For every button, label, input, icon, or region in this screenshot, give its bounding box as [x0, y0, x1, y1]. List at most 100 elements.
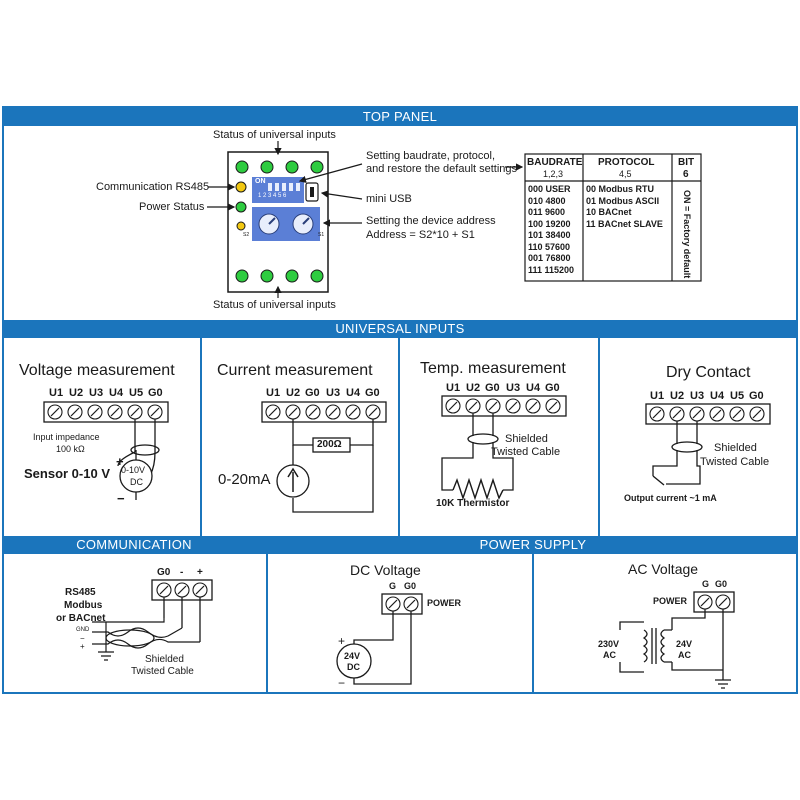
dc-source-label: 24V	[344, 651, 361, 661]
dip-numbers: 1 2 3 4 5 6	[258, 193, 287, 199]
status-led	[310, 160, 324, 174]
source-label: 0-10V	[121, 465, 146, 475]
status-bottom-label: Status of universal inputs	[213, 299, 336, 311]
diagram-frame	[2, 106, 798, 694]
ac-title: AC Voltage	[628, 561, 699, 577]
transformer-primary	[642, 629, 648, 663]
baud-header: BAUDRATE	[527, 157, 583, 168]
term-g0: G0	[365, 387, 380, 399]
term-u3: U3	[326, 387, 341, 399]
ac-secondary-ac: AC	[678, 650, 691, 660]
ac-secondary-label: 24V	[676, 639, 693, 649]
term-u1: U1	[49, 387, 64, 399]
transformer-secondary	[660, 629, 666, 663]
rs485-label: RS485	[65, 587, 96, 598]
term-u4: U4	[346, 387, 361, 399]
protocol-row: 11 BACnet SLAVE	[586, 218, 663, 229]
baud-row: 101 38400	[528, 230, 571, 240]
status-led	[260, 160, 274, 174]
led	[236, 221, 246, 231]
bit-sub: 6	[683, 169, 689, 180]
impedance-value: 100 kΩ	[56, 444, 85, 454]
divider	[398, 338, 400, 536]
term-u1: U1	[650, 390, 665, 402]
dc-source-dc: DC	[347, 662, 360, 672]
comm-rs485-label: Communication RS485	[96, 181, 210, 193]
term-u3: U3	[89, 387, 104, 399]
term-u4: U4	[710, 390, 725, 402]
baud-row: 000 USER	[528, 184, 571, 194]
temp-title: Temp. measurement	[420, 360, 566, 377]
voltage-title: Voltage measurement	[19, 362, 175, 379]
comm-minus: −	[80, 634, 85, 643]
dry-title: Dry Contact	[666, 364, 751, 381]
rs485-led	[235, 181, 247, 193]
term-u1: U1	[266, 387, 281, 399]
dc-title: DC Voltage	[350, 562, 421, 578]
term-g0: G0	[148, 387, 163, 399]
dip-on-label: ON	[255, 178, 266, 185]
power-status-label: Power Status	[139, 201, 205, 213]
protocol-header: PROTOCOL	[598, 157, 655, 168]
bacnet-label: or BACnet	[56, 613, 106, 624]
baud-note-1: Setting baudrate, protocol,	[366, 150, 496, 162]
status-led	[260, 269, 274, 283]
protocol-row: 01 Modbus ASCII	[586, 195, 660, 206]
ac-term-g: G	[702, 579, 710, 589]
divider	[532, 554, 534, 692]
term-u2: U2	[69, 387, 84, 399]
thermistor	[452, 477, 504, 501]
address-note-1: Setting the device address	[366, 215, 496, 227]
comm-cable-2: Twisted Cable	[131, 666, 194, 677]
term-g0: G0	[485, 382, 500, 394]
comm-plus: +	[80, 642, 85, 651]
s2-label: S2	[243, 232, 250, 238]
baud-row: 100 19200	[528, 218, 571, 229]
ac-primary-ac: AC	[603, 650, 616, 660]
term-g0: G0	[749, 390, 764, 402]
term-u2: U2	[670, 390, 685, 402]
protocol-row: 00 Modbus RTU	[586, 184, 655, 194]
cable-label-2: Twisted Cable	[491, 446, 561, 458]
protocol-row: 10 BACnet	[586, 207, 632, 217]
ac-primary-label: 230V	[598, 639, 620, 649]
power-supply-header: POWER SUPPLY	[268, 536, 798, 554]
contact-switch	[652, 475, 665, 486]
resistor-200	[312, 437, 351, 453]
top-panel-header: TOP PANEL	[2, 108, 798, 126]
status-led	[235, 160, 249, 174]
baud-sub: 1,2,3	[543, 169, 564, 179]
current-source-label: 0-20mA	[218, 471, 271, 488]
status-led	[235, 269, 249, 283]
modbus-label: Modbus	[64, 600, 103, 611]
current-title: Current measurement	[217, 362, 373, 379]
term-g0: G0	[305, 387, 320, 399]
dc-term-g: G	[389, 581, 397, 591]
term-u3: U3	[690, 390, 705, 402]
ac-power-label: POWER	[653, 596, 688, 606]
thermistor-label: 10K Thermistor	[436, 498, 510, 509]
baud-row: 011 9600	[528, 207, 566, 217]
baud-row: 110 57600	[528, 241, 571, 252]
comm-term-g0: G0	[157, 567, 171, 578]
baud-row: 001 76800	[528, 253, 571, 263]
comm-term-plus: +	[197, 567, 203, 578]
protocol-sub: 4,5	[619, 169, 632, 179]
plus-sign: +	[116, 454, 124, 469]
impedance-label: Input impedance	[33, 432, 100, 442]
sensor-label: Sensor 0-10 V	[24, 466, 110, 481]
term-u2: U2	[466, 382, 481, 394]
baud-list: 000 USER 010 4800 011 9600 100 19200 101…	[528, 184, 574, 276]
dc-power-label: POWER	[427, 598, 462, 608]
divider	[266, 536, 268, 692]
status-led	[285, 269, 299, 283]
term-u4: U4	[109, 387, 124, 399]
term-u5: U5	[129, 387, 144, 399]
dc-term-g0: G0	[404, 581, 417, 591]
output-current-label: Output current ~1 mA	[624, 493, 717, 503]
resistor-label: 200Ω	[317, 439, 342, 450]
universal-inputs-header: UNIVERSAL INPUTS	[2, 320, 798, 338]
